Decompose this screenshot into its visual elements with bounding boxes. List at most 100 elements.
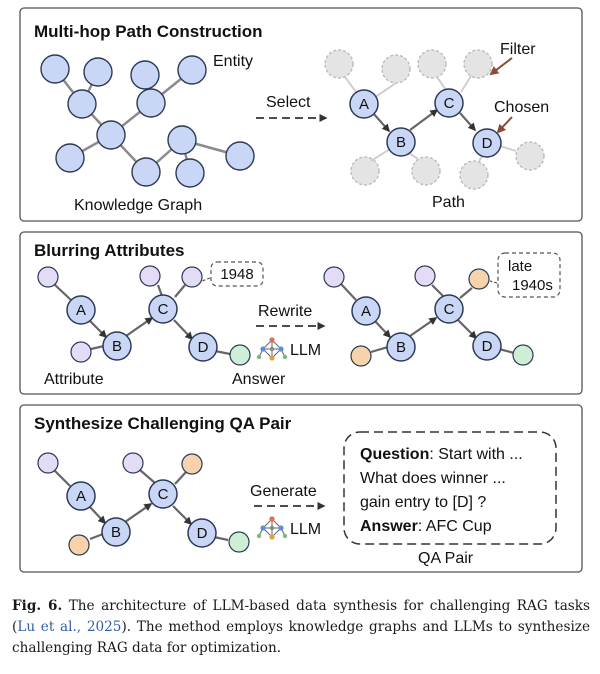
chosen-label: Chosen bbox=[494, 99, 549, 116]
graph-nodes-rewritten bbox=[351, 294, 502, 362]
node-a-label: A bbox=[361, 303, 371, 320]
answer-node bbox=[228, 531, 250, 553]
entity-label: Entity bbox=[213, 53, 253, 70]
answer-node bbox=[512, 344, 534, 366]
caption-text-before: The architecture of LLM-based data synth… bbox=[12, 598, 590, 635]
node-b bbox=[386, 332, 416, 362]
llm-icon bbox=[256, 516, 288, 540]
question-line2: What does winner ... bbox=[360, 470, 506, 487]
panel-synthesize-qa: Synthesize Challenging QA Pair A bbox=[19, 404, 583, 573]
node-c-label: C bbox=[158, 301, 169, 318]
blurred-value-line2: 1940s bbox=[512, 277, 553, 294]
rewrite-label: Rewrite bbox=[258, 303, 312, 320]
path-node-d bbox=[472, 128, 502, 158]
node-d-label: D bbox=[482, 338, 493, 355]
attribute-node bbox=[414, 265, 436, 287]
attribute-node bbox=[37, 266, 59, 288]
attribute-label: Attribute bbox=[44, 371, 104, 388]
attribute-node bbox=[181, 266, 203, 288]
node-b-label: B bbox=[396, 339, 406, 356]
kg-node bbox=[83, 57, 113, 87]
filtered-node bbox=[350, 156, 380, 186]
filtered-node bbox=[417, 49, 447, 79]
llm-label: LLM bbox=[290, 342, 321, 359]
graph-edges-rewritten bbox=[340, 283, 515, 355]
node-c bbox=[148, 479, 178, 509]
node-b-label: B bbox=[112, 338, 122, 355]
attribute-node bbox=[70, 341, 92, 363]
path-label: Path bbox=[432, 194, 465, 211]
kg-node bbox=[40, 54, 70, 84]
path-node-a-label: A bbox=[359, 96, 369, 113]
figure-caption: Fig. 6. The architecture of LLM-based da… bbox=[12, 596, 590, 659]
blurred-attribute-node bbox=[68, 534, 90, 556]
panel-title: Blurring Attributes bbox=[34, 241, 184, 260]
attribute-node bbox=[139, 265, 161, 287]
filter-label: Filter bbox=[500, 41, 536, 58]
figure-label: Fig. 6. bbox=[12, 598, 63, 614]
node-a-label: A bbox=[76, 488, 86, 505]
kg-node bbox=[136, 88, 166, 118]
blurred-attribute-node bbox=[350, 345, 372, 367]
kg-nodes bbox=[40, 54, 255, 188]
node-b bbox=[101, 517, 131, 547]
blurred-attribute-node bbox=[181, 453, 203, 475]
answer-node bbox=[229, 344, 251, 366]
filtered-node bbox=[459, 160, 489, 190]
node-c-label: C bbox=[158, 486, 169, 503]
attribute-node bbox=[37, 452, 59, 474]
kg-node bbox=[175, 158, 205, 188]
select-label: Select bbox=[266, 94, 311, 111]
panel-title: Synthesize Challenging QA Pair bbox=[34, 414, 292, 433]
panel-border bbox=[19, 231, 583, 395]
filtered-node bbox=[515, 141, 545, 171]
node-b-label: B bbox=[111, 524, 121, 541]
path-node-b bbox=[386, 127, 416, 157]
node-c bbox=[434, 294, 464, 324]
node-b bbox=[102, 331, 132, 361]
qa-attribute-nodes bbox=[37, 452, 250, 556]
attr-value-box bbox=[210, 261, 264, 287]
attr-value: 1948 bbox=[220, 266, 253, 283]
filtered-node bbox=[463, 49, 493, 79]
question-line3: gain entry to [D] ? bbox=[360, 494, 486, 511]
kg-node bbox=[225, 141, 255, 171]
answer-label: Answer bbox=[232, 371, 286, 388]
attribute-node bbox=[122, 452, 144, 474]
filtered-node bbox=[411, 156, 441, 186]
path-node-c-label: C bbox=[444, 95, 455, 112]
path-node-a bbox=[349, 89, 379, 119]
kg-node bbox=[67, 89, 97, 119]
question-line1-text: : Start with ... bbox=[429, 446, 522, 463]
kg-node bbox=[96, 120, 126, 150]
blurred-value-box bbox=[497, 252, 561, 298]
llm-label: LLM bbox=[290, 521, 321, 538]
question-key: Question bbox=[360, 446, 429, 463]
node-c bbox=[148, 294, 178, 324]
graph-edges bbox=[53, 469, 229, 542]
kg-node bbox=[167, 125, 197, 155]
path-node-b-label: B bbox=[396, 134, 406, 151]
node-a bbox=[66, 295, 96, 325]
path-node-c bbox=[434, 88, 464, 118]
node-d bbox=[187, 518, 217, 548]
path-nodes bbox=[349, 88, 502, 158]
citation-link[interactable]: Lu et al., 2025 bbox=[17, 619, 122, 635]
graph-edges bbox=[53, 283, 231, 356]
panel-multi-hop-path: Multi-hop Path Construction bbox=[19, 7, 583, 222]
generate-label: Generate bbox=[250, 483, 317, 500]
blurred-attribute-node bbox=[468, 268, 490, 290]
answer-value: : AFC Cup bbox=[418, 518, 492, 535]
node-a bbox=[351, 296, 381, 326]
answer-line: Answer: AFC Cup bbox=[360, 518, 492, 535]
attribute-node bbox=[323, 266, 345, 288]
chosen-arrow bbox=[496, 116, 513, 134]
qa-pair-box bbox=[343, 431, 557, 545]
answer-key: Answer bbox=[360, 518, 418, 535]
node-d-label: D bbox=[198, 339, 209, 356]
graph-nodes bbox=[66, 294, 218, 362]
caption-text-after: ). The method employs knowledge graphs a… bbox=[12, 619, 590, 656]
filtered-edges bbox=[344, 75, 517, 162]
question-line1: Question: Start with ... bbox=[360, 446, 523, 463]
attribute-nodes bbox=[37, 265, 251, 366]
